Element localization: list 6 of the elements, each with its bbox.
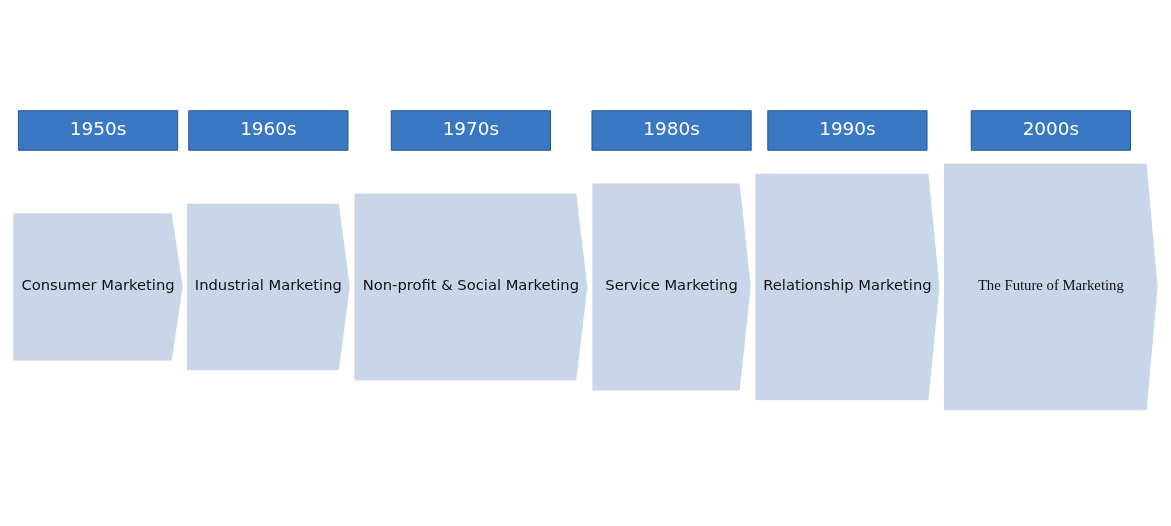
node-box: 1970s — [390, 109, 551, 151]
node-box: 1990s — [767, 109, 928, 151]
node-box: 2000s — [970, 109, 1131, 151]
node-box: 1960s — [188, 109, 349, 151]
node-box: 1950s — [17, 109, 179, 151]
node-box: 1980s — [591, 109, 752, 151]
